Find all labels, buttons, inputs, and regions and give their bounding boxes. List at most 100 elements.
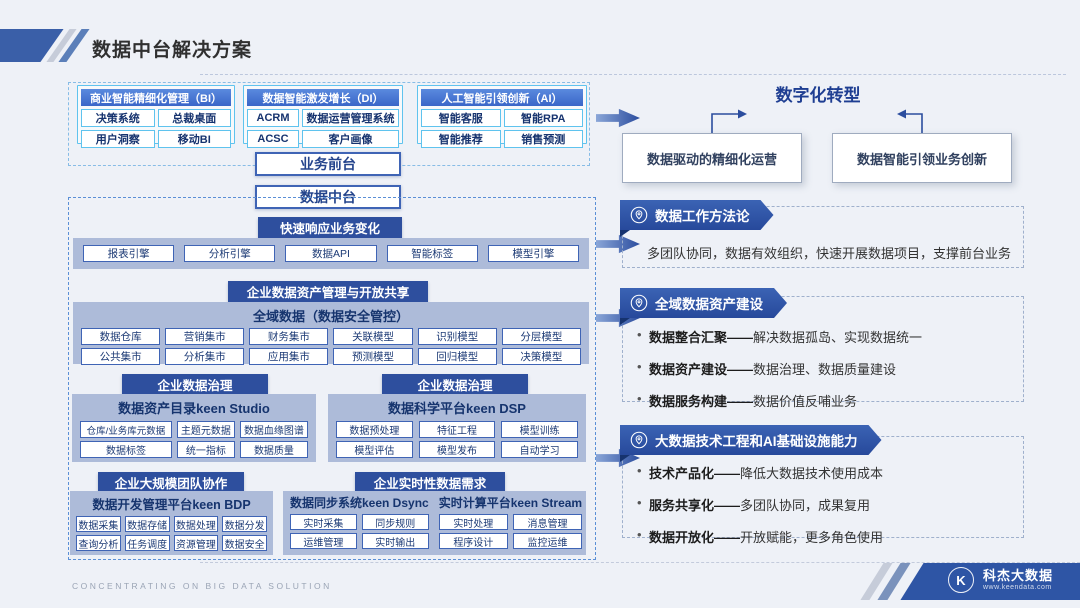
module-cell: 预测模型 xyxy=(333,348,413,365)
band-subtitle: 全域数据（数据安全管控） xyxy=(252,309,409,324)
section-header-team-collab: 企业大规模团队协作 xyxy=(98,472,244,492)
module-cell: 数据处理 xyxy=(173,516,219,532)
ribbon-fold-deco xyxy=(620,318,630,325)
title-divider xyxy=(200,74,1066,75)
module-cell: 数据采集 xyxy=(76,516,121,532)
group-ai: 人工智能引领创新（AI） 智能客服 智能RPA 智能推荐 销售预测 xyxy=(417,85,587,148)
module-cell: 模型评估 xyxy=(336,441,413,458)
module-cell: 模型训练 xyxy=(501,421,578,438)
module-cell: 数据预处理 xyxy=(336,421,413,438)
module-cell: 消息管理 xyxy=(512,514,583,530)
module-cell: 分析集市 xyxy=(165,348,245,365)
bullet-dash: —— xyxy=(727,394,754,409)
page-title: 数据中台解决方案 xyxy=(92,40,253,61)
band-subtitle: 实时计算平台keen Stream xyxy=(438,496,583,510)
connector-lines xyxy=(711,109,923,133)
bullet-desc: 解决数据孤岛、实现数据统一 xyxy=(753,330,923,345)
band-subtitle: 数据开发管理平台keen BDP xyxy=(92,498,251,512)
ribbon-title: 数据工作方法论 xyxy=(655,209,750,224)
brand-url: www.keendata.com xyxy=(983,583,1052,591)
bullet-item: 数据整合汇聚——解决数据孤岛、实现数据统一 xyxy=(635,327,922,346)
module-cell: 公共集市 xyxy=(81,348,161,365)
tech-capability-panel: 技术产品化——降低大数据技术使用成本 服务共享化——多团队协同，成果复用 数据开… xyxy=(622,436,1024,545)
module-cell: 实时处理 xyxy=(438,514,508,530)
module-cell: 决策系统 xyxy=(81,109,155,127)
bullet-desc: 数据价值反哺业务 xyxy=(753,394,858,409)
module-cell: 仓库/业务库元数据 xyxy=(80,421,172,438)
band-subtitle: 数据同步系统keen Dsync xyxy=(290,496,429,510)
band-quick-response: 报表引擎 分析引擎 数据API 智能标签 模型引擎 xyxy=(73,238,589,269)
module-cell: ACRM xyxy=(247,109,299,127)
module-cell: 任务调度 xyxy=(124,535,170,551)
bullet-item: 服务共享化——多团队协同，成果复用 xyxy=(635,495,883,514)
module-cell: 智能RPA xyxy=(503,109,583,127)
result-box-operations: 数据驱动的精细化运营 xyxy=(622,133,802,183)
module-cell: 程序设计 xyxy=(438,533,508,549)
module-cell: 数据质量 xyxy=(239,441,308,458)
module-cell: 数据API xyxy=(285,245,377,262)
bullet-dash: —— xyxy=(714,466,741,481)
realtime-stream-column: 实时计算平台keen Stream 实时处理 消息管理 程序设计 监控运维 xyxy=(438,494,583,552)
module-cell: 数据运营管理系统 xyxy=(302,109,399,127)
module-cell: 回归模型 xyxy=(417,348,497,365)
methodology-panel: 多团队协同，数据有效组织，快速开展数据项目，支撑前台业务 xyxy=(622,206,1024,268)
section-header-quick-response: 快速响应业务变化 xyxy=(258,217,402,238)
group-di: 数据智能激发增长（DI） ACRM 数据运营管理系统 ACSC 客户画像 xyxy=(243,85,403,148)
module-cell: 数据仓库 xyxy=(81,328,161,345)
module-cell: 实时采集 xyxy=(290,514,357,530)
bullet-dash: —— xyxy=(727,362,754,377)
band-governance-right: 数据科学平台keen DSP 数据预处理 特征工程 模型训练 模型评估 模型发布… xyxy=(328,394,586,462)
bullet-desc: 开放赋能，更多角色使用 xyxy=(740,530,884,545)
section-header-asset-mgmt: 企业数据资产管理与开放共享 xyxy=(228,281,428,302)
module-cell: 特征工程 xyxy=(418,421,496,438)
bullet-item: 数据服务构建——数据价值反哺业务 xyxy=(635,391,922,410)
band-realtime: 数据同步系统keen Dsync 实时采集 同步规则 运维管理 实时输出 实时计… xyxy=(283,491,586,555)
section-header-governance-left: 企业数据治理 xyxy=(122,374,268,394)
group-ai-header: 人工智能引领创新（AI） xyxy=(421,89,583,106)
band-governance-left: 数据资产目录keen Studio 仓库/业务库元数据 主题元数据 数据血缘图谱… xyxy=(72,394,316,462)
ribbon-fold-deco xyxy=(620,455,630,462)
methodology-description: 多团队协同，数据有效组织，快速开展数据项目，支撑前台业务 xyxy=(647,246,1012,261)
bullet-term: 数据服务构建 xyxy=(649,394,728,409)
footer-brand-lockup: K 科杰大数据 www.keendata.com xyxy=(948,567,1053,593)
ribbon-title: 大数据技术工程和AI基础设施能力 xyxy=(655,434,858,449)
bullet-item: 技术产品化——降低大数据技术使用成本 xyxy=(635,463,883,482)
bullet-desc: 数据治理、数据质量建设 xyxy=(753,362,897,377)
footer-slogan: CONCENTRATING ON BIG DATA SOLUTION xyxy=(72,581,332,591)
group-bi-header: 商业智能精细化管理（BI） xyxy=(81,89,231,106)
module-cell: 分层模型 xyxy=(501,328,581,345)
module-cell: 总裁桌面 xyxy=(157,109,231,127)
bullet-dash: —— xyxy=(714,498,741,513)
location-pin-icon xyxy=(630,294,648,312)
bullet-item: 数据开放化——开放赋能，更多角色使用 xyxy=(635,527,883,546)
realtime-dsync-column: 数据同步系统keen Dsync 实时采集 同步规则 运维管理 实时输出 xyxy=(290,494,429,552)
module-cell: 统一指标 xyxy=(176,441,235,458)
module-cell: 数据血缘图谱 xyxy=(239,421,308,438)
bullet-term: 技术产品化 xyxy=(649,466,715,481)
digital-transformation-title: 数字化转型 xyxy=(775,86,861,105)
module-cell: 销售预测 xyxy=(503,130,583,148)
module-cell: 主题元数据 xyxy=(176,421,235,438)
module-cell: 数据存储 xyxy=(124,516,170,532)
brand-logo-icon: K xyxy=(948,567,974,593)
module-cell: 财务集市 xyxy=(249,328,329,345)
platform-container xyxy=(68,197,596,560)
module-cell: 应用集市 xyxy=(249,348,329,365)
module-cell: 智能客服 xyxy=(421,109,501,127)
front-stage-label: 业务前台 xyxy=(255,152,401,176)
footer-divider xyxy=(200,562,1080,563)
module-cell: 数据标签 xyxy=(80,441,172,458)
group-bi: 商业智能精细化管理（BI） 决策系统 总裁桌面 用户洞察 移动BI xyxy=(77,85,235,148)
module-cell: 智能标签 xyxy=(386,245,478,262)
module-cell: 数据安全 xyxy=(222,535,267,551)
module-cell: 监控运维 xyxy=(512,533,583,549)
module-cell: 客户画像 xyxy=(302,130,399,148)
brand-name: 科杰大数据 xyxy=(983,567,1054,583)
bullet-item: 数据资产建设——数据治理、数据质量建设 xyxy=(635,359,922,378)
ribbon-methodology: 数据工作方法论 xyxy=(620,200,774,230)
bullet-term: 数据整合汇聚 xyxy=(649,330,728,345)
module-cell: 决策模型 xyxy=(501,348,581,365)
bullet-desc: 降低大数据技术使用成本 xyxy=(740,466,884,481)
module-cell: 营销集市 xyxy=(165,328,245,345)
